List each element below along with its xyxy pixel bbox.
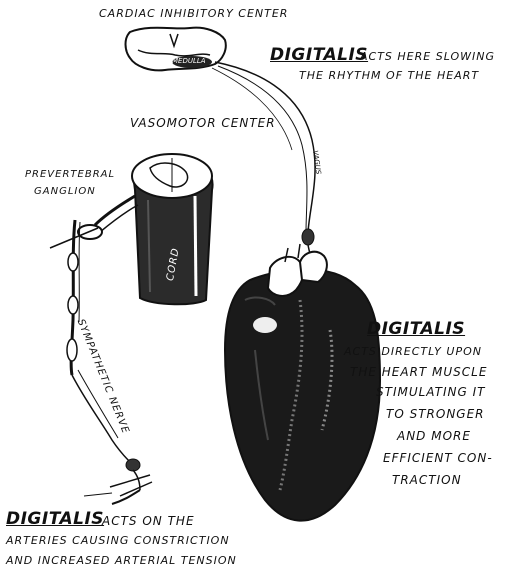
vagus-note-line2: THE RHYTHM OF THE HEART — [299, 70, 479, 81]
spinal-cord-drawing — [132, 154, 213, 304]
arteries-note-line2: ARTERIES CAUSING CONSTRICTION — [6, 535, 230, 546]
medulla-label: MEDULLA — [172, 58, 206, 65]
prevertebral-label-line1: PREVERTEBRAL — [25, 170, 115, 180]
heart-note-line5: AND MORE — [397, 430, 471, 442]
digitalis-heart-keyword: DIGITALIS — [367, 321, 465, 338]
vagus-note-line1: ACTS HERE SLOWING — [360, 51, 495, 62]
vagus-nerve-drawing — [212, 62, 315, 270]
heart-note-line4: TO STRONGER — [386, 408, 485, 420]
heart-note-line1: ACTS DIRECTLY UPON — [344, 346, 482, 357]
cardiac-inhibitory-center-label: CARDIAC INHIBITORY CENTER — [99, 8, 288, 19]
heart-note-line6: EFFICIENT CON- — [383, 452, 493, 464]
heart-note-line7: TRACTION — [392, 474, 462, 486]
digitalis-arteries-keyword: DIGITALIS — [6, 511, 104, 528]
arteries-note-line1: ACTS ON THE — [102, 515, 195, 527]
heart-drawing — [225, 244, 380, 521]
digitalis-vagus-keyword: DIGITALIS — [270, 47, 368, 64]
heart-note-line3: STIMULATING IT — [376, 386, 485, 398]
vasomotor-center-label: VASOMOTOR CENTER — [130, 117, 276, 129]
prevertebral-label-line2: GANGLION — [34, 187, 96, 197]
arteries-note-line3: AND INCREASED ARTERIAL TENSION — [6, 555, 237, 566]
heart-note-line2: THE HEART MUSCLE — [350, 366, 487, 378]
